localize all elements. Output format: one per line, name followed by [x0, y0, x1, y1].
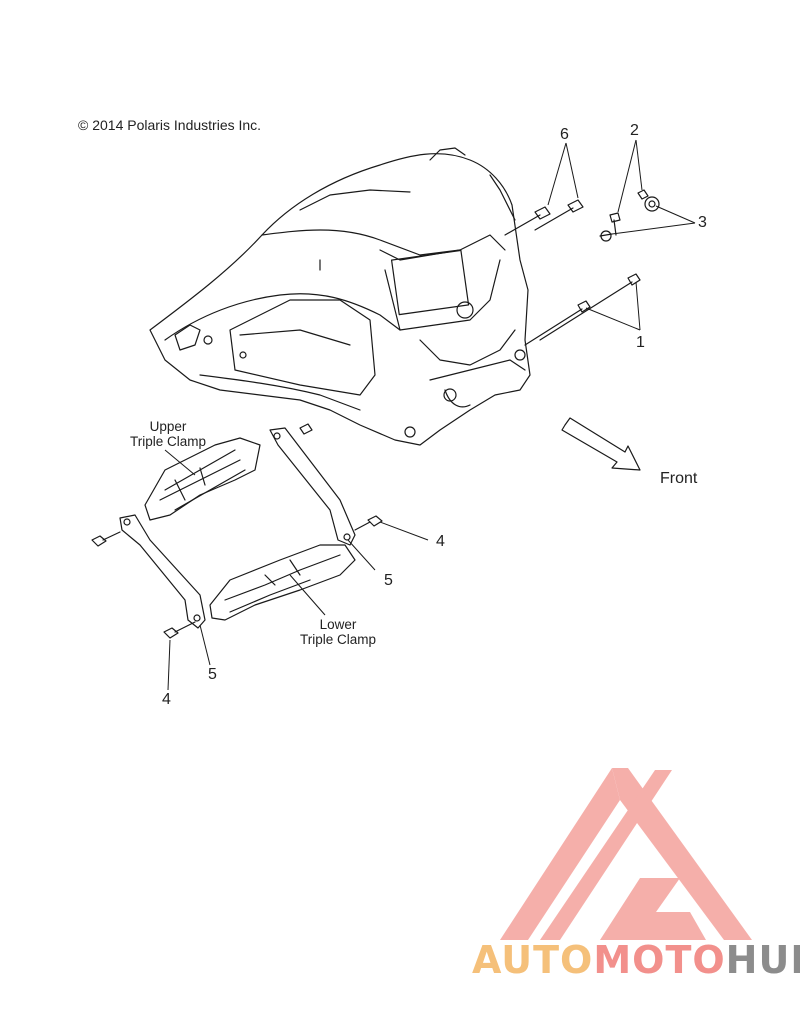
label-lower-line1: Lower	[319, 617, 357, 632]
label-lower-line2: Triple Clamp	[299, 632, 377, 647]
copyright-notice: © 2014 Polaris Industries Inc.	[78, 117, 262, 133]
front-arrow-icon	[561, 417, 641, 471]
bolt-6a	[504, 206, 551, 236]
callout-4-bottom: 4	[162, 691, 171, 708]
screw-2	[609, 189, 649, 236]
bracket-5-lower	[119, 514, 206, 629]
headlight-housing	[149, 147, 531, 446]
bracket-5-upper	[269, 427, 356, 546]
nut-4-bottom	[163, 621, 196, 639]
watermark-moto: MOTO	[593, 938, 726, 982]
callout-6: 6	[560, 126, 569, 143]
bolt-6b	[534, 199, 584, 231]
front-label: Front	[660, 470, 698, 487]
callout-5-upper: 5	[384, 572, 393, 589]
upper-triple-clamp	[144, 437, 261, 521]
label-lower-triple-clamp: Lower Triple Clamp	[288, 617, 388, 647]
watermark-text: AUTOMOTOHUB	[472, 938, 800, 982]
bolt-1b	[524, 300, 591, 346]
watermark-hub: HUB	[725, 938, 800, 982]
watermark-auto: AUTO	[472, 938, 594, 982]
callout-5-lower: 5	[208, 666, 217, 683]
lower-triple-clamp	[209, 544, 356, 621]
label-upper-line2: Triple Clamp	[129, 434, 207, 449]
bolt-top-bracket	[299, 423, 313, 435]
callout-2: 2	[630, 122, 639, 139]
nut-4-left	[91, 531, 121, 547]
bolt-1a	[539, 273, 641, 341]
label-upper-triple-clamp: Upper Triple Clamp	[118, 419, 218, 449]
callout-4-right: 4	[436, 533, 445, 550]
callout-1: 1	[636, 334, 645, 351]
clip-3	[599, 196, 660, 242]
leader-lines	[164, 139, 696, 691]
nut-4-right	[354, 515, 383, 531]
watermark-logo	[500, 768, 752, 940]
label-upper-line1: Upper	[149, 419, 187, 434]
callout-3: 3	[698, 214, 707, 231]
